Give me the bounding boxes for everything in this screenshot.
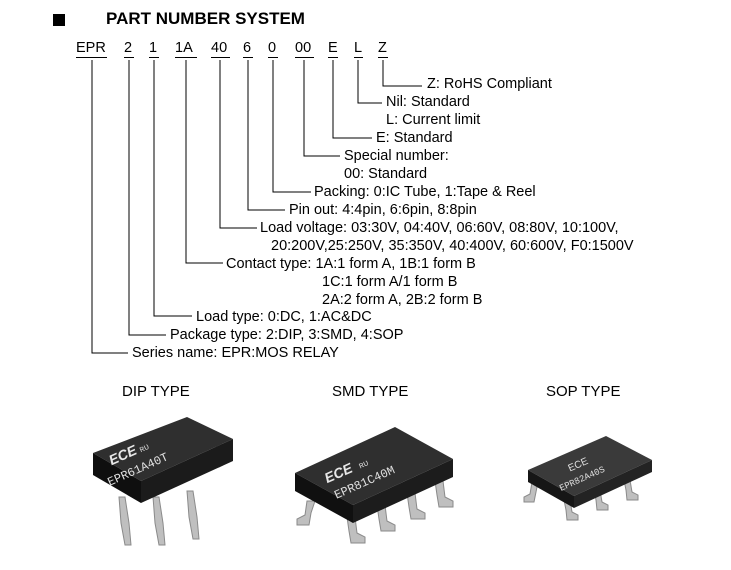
label-contact-type-1: Contact type: 1A:1 form A, 1B:1 form B [226,256,476,272]
label-packing: Packing: 0:IC Tube, 1:Tape & Reel [314,184,536,200]
segment-package: 2 [124,40,133,56]
leader-voltage [219,60,257,229]
caption-sop: SOP TYPE [546,383,621,400]
segment-underline [76,57,107,59]
segment-contact-type: 1A [175,40,193,56]
smd-package-image: ECE ʀᴜ EPR81C40M [295,427,454,544]
heading-bullet [53,14,65,26]
segment-underline [378,57,388,59]
label-contact-type-2: 1C:1 form A/1 form B [322,274,458,290]
svg-text:ʀᴜ: ʀᴜ [357,457,370,470]
caption-smd: SMD TYPE [332,383,409,400]
label-load-voltage-2: 20:200V,25:250V, 35:350V, 40:400V, 60:60… [271,238,634,254]
segment-packing: 0 [268,40,277,56]
label-current-limit: L: Current limit [386,112,481,128]
leader-contact [185,60,223,264]
svg-text:ʀᴜ: ʀᴜ [137,441,150,454]
label-pin-out: Pin out: 4:4pin, 6:6pin, 8:8pin [289,202,477,218]
leader-l [357,60,382,104]
sop-package-image: ECE EPR82A40S [523,436,652,521]
segment-underline [268,57,278,59]
leader-special [303,60,340,157]
label-special-standard: 00: Standard [344,166,428,182]
leader-z [382,60,422,87]
label-rohs: Z: RoHS Compliant [427,76,552,92]
section-heading: PART NUMBER SYSTEM [106,9,305,28]
label-load-voltage-1: Load voltage: 03:30V, 04:40V, 06:60V, 08… [260,220,619,236]
segment-underline [243,57,253,59]
dip-package-image: ECE ʀᴜ EPR61A40T [93,417,233,546]
segment-load-voltage: 40 [211,40,228,56]
caption-dip: DIP TYPE [122,383,190,400]
label-package-type: Package type: 2:DIP, 3:SMD, 4:SOP [170,327,404,343]
leader-load-type [153,60,192,317]
segment-l: L [354,40,363,56]
segment-series: EPR [76,40,106,56]
segment-special: 00 [295,40,312,56]
segment-underline [175,57,197,59]
segment-pin-out: 6 [243,40,252,56]
label-special-number: Special number: [344,148,449,164]
segment-z: Z [378,40,387,56]
label-contact-type-3: 2A:2 form A, 2B:2 form B [322,292,483,308]
segment-underline [354,57,363,59]
label-nil-standard: Nil: Standard [386,94,470,110]
label-load-type: Load type: 0:DC, 1:AC&DC [196,309,372,325]
segment-underline [124,57,134,59]
leader-e [332,60,372,139]
segment-underline [328,57,338,59]
label-e-standard: E: Standard [376,130,453,146]
segment-underline [211,57,230,59]
leader-package [128,60,166,336]
segment-underline [149,57,159,59]
segment-e: E [328,40,338,56]
leader-series [91,60,128,354]
label-series-name: Series name: EPR:MOS RELAY [132,345,339,361]
leader-packing [272,60,311,193]
segment-load-type: 1 [149,40,158,56]
leader-pin-out [247,60,285,211]
segment-underline [295,57,314,59]
